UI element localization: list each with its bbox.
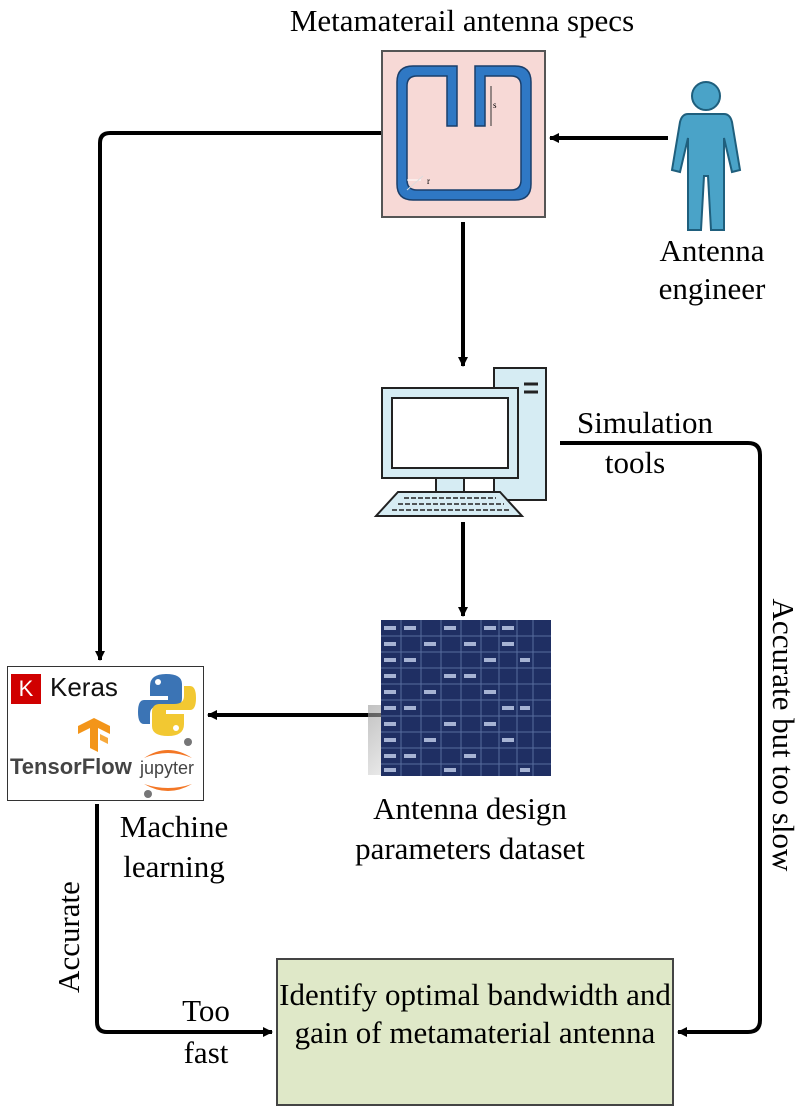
simulation-label-line1: Simulation [576,405,714,440]
arrow-ml-to-result [95,804,273,1037]
edge-label-accurate: Accurate [51,881,86,993]
dataset-label-line1: Antenna design [373,791,567,826]
specs-title: Metamaterail antenna specs [289,3,635,38]
simulation-label-line2: tools [604,445,666,480]
arrow-specs-to-ml [95,131,381,661]
dataset-table-icon [381,620,551,776]
jupyter-label: jupyter [140,758,195,778]
edge-label-fast: fast [183,1035,229,1070]
ml-label-line2: learning [123,849,225,884]
computer-icon [373,367,547,517]
antenna-specs-box: s r [381,50,546,218]
jupyter-logo-icon [144,738,192,798]
python-logo-icon [138,674,196,736]
tensorflow-label: TensorFlow [10,754,132,779]
antenna-label-r: r [427,176,430,186]
edge-label-accurate-but-too-slow: Accurate but too slow [766,598,800,872]
arrow-simulation-to-result [560,441,762,1037]
ml-label-line1: Machine [119,809,229,844]
result-box: Identify optimal bandwidth and gain of m… [276,958,674,1106]
edge-label-too: Too [182,993,230,1028]
result-text: Identify optimal bandwidth and gain of m… [279,977,671,1050]
metamaterial-antenna-icon: s r [396,65,532,201]
dataset-label-line2: parameters dataset [355,831,585,866]
tensorflow-logo-icon [78,718,110,752]
keras-label: Keras [50,672,118,702]
antenna-label-s: s [493,100,497,110]
person-icon [670,81,742,231]
keras-logo-icon: K [11,674,41,704]
engineer-label-line2: engineer [658,271,766,306]
engineer-label-line1: Antenna [659,233,765,268]
